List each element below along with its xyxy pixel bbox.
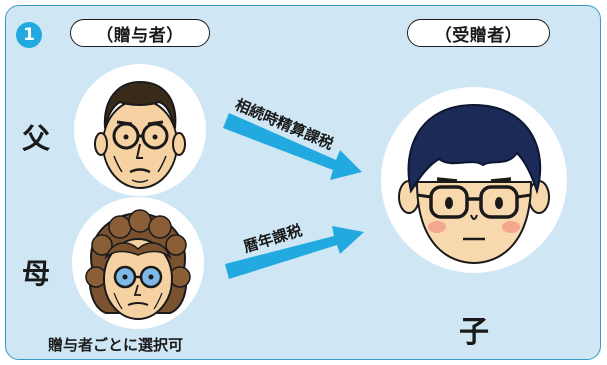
selection-note: 贈与者ごとに選択可 <box>48 336 184 354</box>
arrow-mother-to-child <box>225 226 364 279</box>
recipient-header: （受贈者） <box>407 19 550 47</box>
child-portrait <box>381 87 567 273</box>
father-label: 父 <box>22 122 51 155</box>
mother-portrait <box>72 197 204 329</box>
step-number-badge: 1 <box>16 22 42 48</box>
elderly-man-face-icon <box>94 80 186 189</box>
mother-label: 母 <box>22 257 51 290</box>
elderly-woman-face-icon <box>85 209 191 320</box>
giver-header: （贈与者） <box>70 19 210 47</box>
young-man-face-icon <box>398 103 550 265</box>
father-portrait <box>74 64 206 196</box>
arrow-father-to-child <box>223 113 362 180</box>
child-label: 子 <box>459 315 489 350</box>
